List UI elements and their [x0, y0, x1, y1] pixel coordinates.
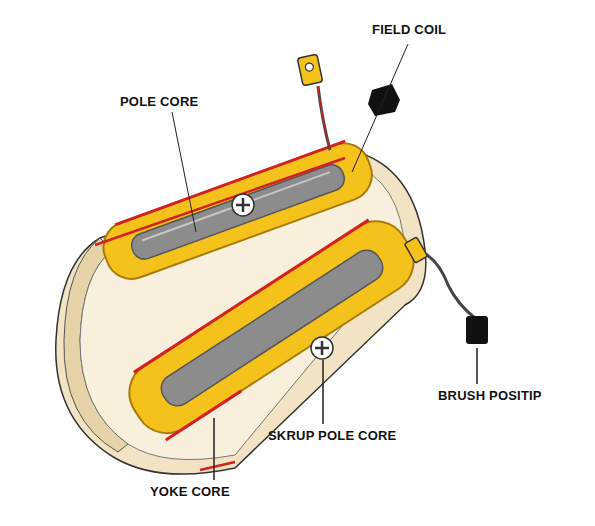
part-label: YOKE CORE — [150, 484, 230, 499]
yoke-body — [56, 150, 426, 474]
pole-screw — [232, 194, 254, 216]
terminal-wire — [318, 86, 330, 150]
pole-screw — [311, 337, 333, 359]
leader-line — [322, 360, 324, 424]
terminal-wire — [318, 86, 330, 150]
leader-line — [213, 418, 215, 480]
part-label: POLE CORE — [120, 94, 198, 109]
bottom-pole — [117, 209, 426, 445]
leader-line — [476, 348, 478, 384]
part-label: BRUSH POSITIP — [438, 388, 542, 403]
leader-line — [352, 44, 408, 172]
part-label: FIELD COIL — [372, 22, 446, 37]
brush-wire — [418, 250, 475, 318]
terminal-lug — [297, 54, 322, 86]
terminal-lug — [404, 237, 427, 263]
part-label: SKRUP POLE CORE — [268, 428, 396, 443]
brush-block — [466, 316, 488, 344]
coil-edge — [200, 462, 235, 470]
leader-line — [172, 112, 196, 232]
coil-edge — [95, 158, 345, 245]
